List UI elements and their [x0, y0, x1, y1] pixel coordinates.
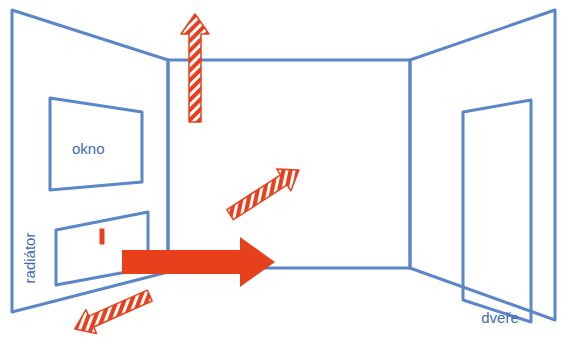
warm-air-arrow — [122, 237, 275, 287]
door-label: dveře — [481, 309, 519, 327]
door-symbol — [463, 100, 531, 322]
back-wall — [168, 60, 410, 268]
heat-loss-arrow — [181, 14, 209, 122]
window-box: okno — [50, 98, 144, 192]
thermostat-mark — [99, 228, 105, 245]
heat-flow-arrow — [223, 159, 306, 225]
window-shape — [50, 98, 142, 190]
radiator-label: radiátor — [21, 233, 39, 284]
window-label: okno — [72, 140, 105, 158]
right-wall — [410, 10, 555, 320]
radiator-symbol — [56, 212, 148, 285]
heat-loss-arrow — [70, 284, 155, 338]
